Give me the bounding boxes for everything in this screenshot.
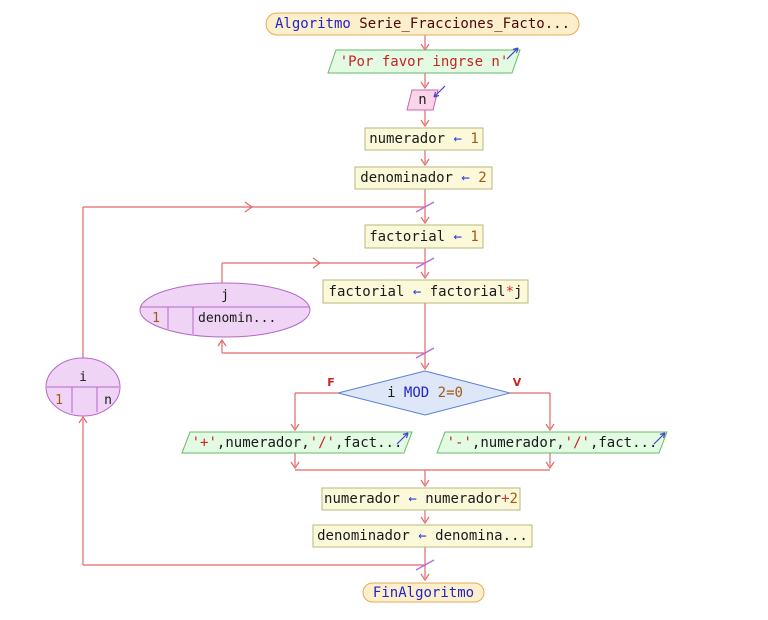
- write-minus-shape[interactable]: [436, 431, 668, 454]
- algorithm-name: Serie_Fracciones_Facto...: [359, 16, 570, 32]
- write-plus-node[interactable]: '+',numerador,'/',fact...: [186, 432, 408, 453]
- assign-numerador-inc-node[interactable]: numerador ← numerador+2: [322, 488, 520, 510]
- loop-j-variable: j: [221, 287, 229, 303]
- rhs: 1: [470, 228, 479, 245]
- assign-numerador-shape[interactable]: [364, 127, 484, 151]
- assign-numerador-node[interactable]: numerador ← 1: [365, 128, 483, 150]
- rhs-num: 2: [509, 491, 518, 507]
- loop-j-to: denomin...: [198, 310, 277, 326]
- assign-denominador-node[interactable]: denominador ← 2: [355, 167, 492, 189]
- rhs-var: factorial: [429, 283, 506, 300]
- decision-shape[interactable]: [337, 370, 512, 416]
- condition-var: i: [387, 385, 404, 401]
- rhs-var: numerador: [425, 491, 502, 507]
- assign-numerador-inc-shape[interactable]: [321, 487, 521, 511]
- rhs-var2: j: [514, 283, 523, 300]
- loop-j-from: 1: [152, 310, 160, 326]
- assign-arrow: ←: [418, 528, 436, 544]
- flow-lines: [82, 35, 551, 578]
- write-prompt-shape[interactable]: [327, 49, 521, 74]
- rhs: denomina...: [435, 528, 528, 544]
- write-minus-output-arrow-icon: [653, 432, 666, 445]
- fact-ref: ,fact...: [334, 434, 403, 451]
- loop-i-shape[interactable]: [45, 357, 121, 417]
- assign-factorial-shape[interactable]: [364, 224, 484, 249]
- assign-arrow: ←: [412, 283, 430, 300]
- start-terminal[interactable]: Algoritmo Serie_Fracciones_Facto...: [265, 13, 580, 35]
- assign-denominador-upd-shape[interactable]: [312, 524, 533, 548]
- start-terminal-shape[interactable]: [265, 12, 580, 36]
- rhs: 2: [478, 170, 487, 186]
- loop-i-to: n: [104, 392, 112, 408]
- slash-string: '/': [309, 434, 335, 451]
- condition-expr: 2=0: [437, 385, 463, 401]
- read-variable: n: [418, 92, 427, 108]
- numerador-ref: ,numerador,: [216, 434, 310, 451]
- lhs: factorial: [369, 228, 454, 245]
- loop-j-shape[interactable]: [139, 282, 311, 338]
- plus-operator: +: [501, 491, 510, 507]
- minus-sign-string: '-': [446, 434, 472, 451]
- read-n-node[interactable]: n: [407, 90, 438, 110]
- end-terminal-shape[interactable]: [362, 582, 485, 603]
- decision-node[interactable]: i MOD 2=0: [345, 382, 505, 404]
- fin-algoritmo-label: FinAlgoritmo: [372, 584, 475, 601]
- assign-arrow: ←: [453, 131, 471, 147]
- lhs: numerador: [324, 491, 409, 507]
- write-prompt-node[interactable]: 'Por favor ingrse n': [328, 50, 520, 73]
- arrowhead-icons: [78, 43, 555, 582]
- output-arrow-icons: [396, 47, 666, 445]
- assign-denominador-shape[interactable]: [354, 166, 493, 190]
- assign-factorial-mult-node[interactable]: factorial ← factorial*j: [323, 280, 528, 303]
- write-plus-shape[interactable]: [181, 431, 413, 454]
- numerador-ref: ,numerador,: [471, 434, 565, 451]
- decision-false-label: F: [327, 376, 335, 389]
- mod-keyword: MOD: [403, 385, 438, 401]
- write-minus-node[interactable]: '-',numerador,'/',fact...: [441, 432, 663, 453]
- decision-true-label: V: [512, 376, 522, 389]
- assign-factorial-mult-shape[interactable]: [322, 279, 529, 304]
- assign-arrow: ←: [461, 170, 479, 186]
- loop-i-variable: i: [79, 370, 87, 385]
- lhs: denominador: [360, 170, 462, 186]
- assign-denominador-upd-node[interactable]: denominador ← denomina...: [313, 525, 532, 547]
- lhs: numerador: [369, 131, 454, 147]
- algoritmo-keyword: Algoritmo: [274, 16, 360, 32]
- read-n-shape[interactable]: [406, 89, 439, 111]
- loop-i-from: 1: [55, 392, 63, 408]
- write-prompt-output-arrow-icon: [506, 47, 519, 60]
- read-n-input-arrow-icon: [433, 85, 446, 98]
- rhs: 1: [470, 131, 479, 147]
- lhs: denominador: [317, 528, 419, 544]
- assign-arrow: ←: [408, 491, 426, 507]
- plus-sign-string: '+': [191, 434, 217, 451]
- slash-string: '/': [564, 434, 590, 451]
- assign-arrow: ←: [453, 228, 471, 245]
- end-terminal[interactable]: FinAlgoritmo: [363, 583, 484, 602]
- lhs: factorial: [328, 283, 413, 300]
- multiply-operator: *: [505, 283, 514, 300]
- assign-factorial-node[interactable]: factorial ← 1: [365, 225, 483, 248]
- prompt-string: 'Por favor ingrse n': [339, 53, 509, 70]
- fact-ref: ,fact...: [589, 434, 658, 451]
- write-plus-output-arrow-icon: [396, 432, 409, 445]
- junction-slash-icons: [415, 201, 435, 571]
